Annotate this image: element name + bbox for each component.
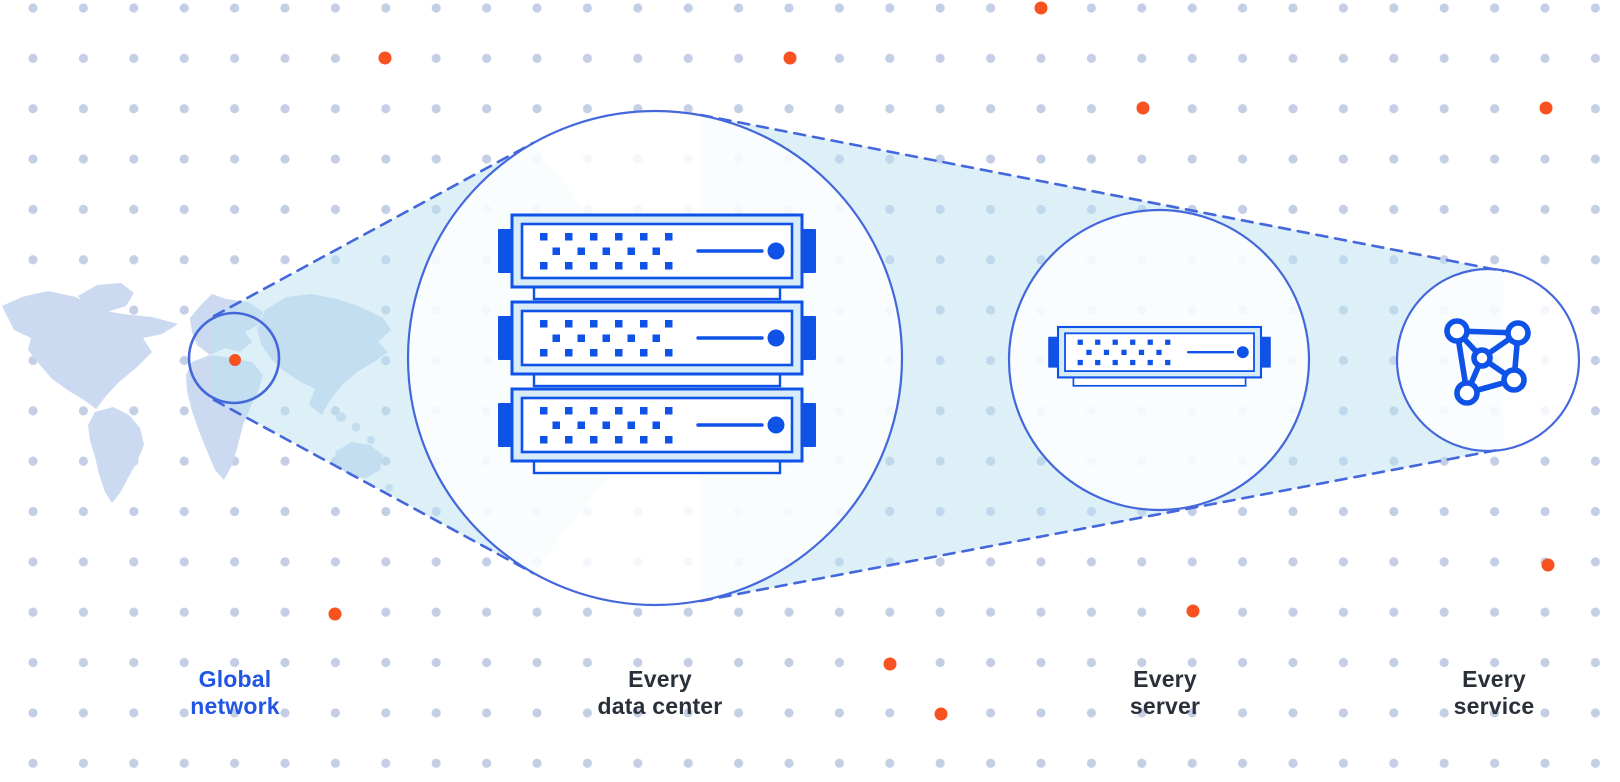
label-line: Every: [628, 666, 692, 692]
label-line: server: [1129, 693, 1201, 719]
global-network-location-dot: [229, 354, 241, 366]
label-line: Global: [198, 666, 272, 692]
single-server-icon: [1047, 325, 1272, 387]
label-every-service: Every service: [1454, 666, 1535, 720]
label-every-data-center: Every data center: [598, 666, 723, 720]
label-line: data center: [597, 693, 723, 719]
network-graph-icon: [1444, 318, 1531, 406]
label-line: Every: [1133, 666, 1197, 692]
label-line: service: [1453, 693, 1535, 719]
server-rack-icon: [496, 213, 818, 475]
orange-accent-dots: [229, 1, 1555, 721]
zoom-dashed-lines: [212, 113, 1505, 603]
label-line: Every: [1462, 666, 1526, 692]
label-line: network: [190, 693, 280, 719]
label-global-network: Global network: [190, 666, 280, 720]
label-every-server: Every server: [1130, 666, 1200, 720]
global-network-highlight-circle: [187, 311, 281, 405]
